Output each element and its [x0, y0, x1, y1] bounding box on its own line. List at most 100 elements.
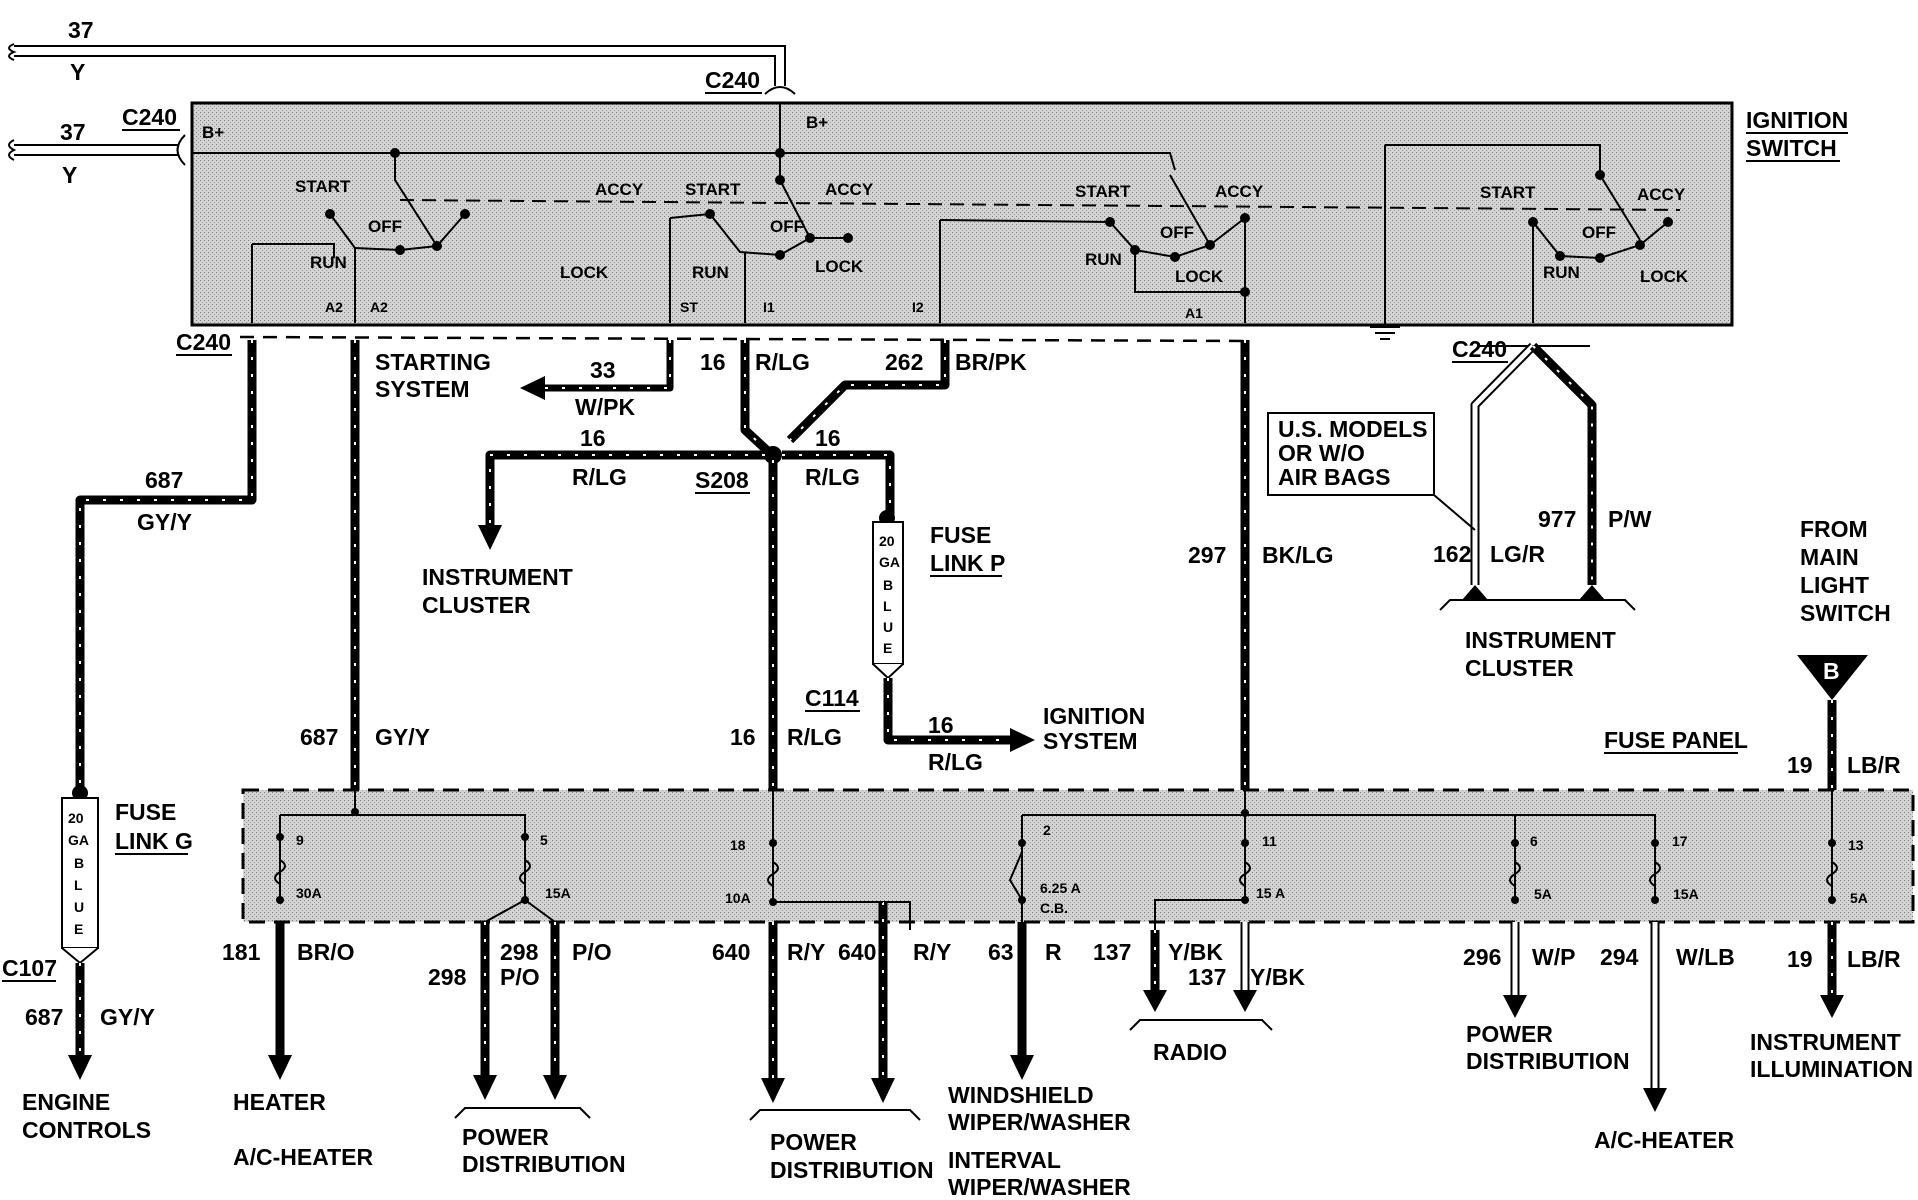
w297-color: BK/LG	[1262, 542, 1334, 568]
fuse-link-p-c3: U	[883, 619, 893, 635]
w977-color: P/W	[1608, 506, 1652, 532]
top-wire-circuit: 37	[68, 17, 94, 43]
fuse-6-number: 6	[1530, 833, 1538, 849]
top-wire-color: Y	[70, 59, 85, 85]
w19-circuit-bottom: 19	[1787, 946, 1813, 972]
power-dist-1-line1: POWER	[462, 1124, 549, 1150]
w33-circuit: 33	[590, 357, 616, 383]
fuse-link-p-c4: E	[883, 640, 892, 656]
lock-label-4: LOCK	[1640, 267, 1689, 286]
w687b-color: GY/Y	[375, 724, 430, 750]
terminal-a2-1: A2	[325, 299, 343, 315]
from-main-2: MAIN	[1800, 544, 1859, 570]
fuse-link-g-ga: GA	[68, 832, 89, 848]
power-dist-3-line2: DISTRIBUTION	[1466, 1048, 1630, 1074]
lock-label-1: LOCK	[560, 263, 609, 282]
w162-color: LG/R	[1490, 541, 1545, 567]
fuse-17-number: 17	[1672, 833, 1688, 849]
s208-label: S208	[695, 467, 749, 493]
w640-circuit-right: 640	[838, 939, 876, 965]
c114-label: C114	[805, 685, 859, 711]
run-label-3: RUN	[1085, 250, 1122, 269]
c240-bottom: C240	[176, 329, 231, 355]
airbag-note-2: OR W/O	[1278, 440, 1365, 466]
fuse-9-number: 9	[296, 832, 304, 848]
instrument-illumination-2: ILLUMINATION	[1750, 1056, 1913, 1082]
w640-color-left: R/Y	[787, 939, 825, 965]
w687-color: GY/Y	[137, 509, 192, 535]
accy-label-1: ACCY	[595, 180, 644, 199]
off-label-2: OFF	[770, 217, 804, 236]
left-wire-color: Y	[62, 162, 77, 188]
w16-color-left: R/LG	[572, 464, 627, 490]
accy-label-2: ACCY	[825, 180, 874, 199]
ac-heater-left: A/C-HEATER	[233, 1144, 374, 1170]
fuse-link-p: 20 GA B L U E FUSE LINK P C114 16 R/LG I…	[805, 510, 1145, 775]
w294-circuit: 294	[1600, 944, 1639, 970]
c240-left: C240	[122, 104, 177, 130]
w137-circuit-right: 137	[1188, 964, 1226, 990]
wire-640-power: 640 R/Y 640 R/Y POWER DISTRIBUTION	[712, 901, 951, 1183]
fuse-link-p-c1: B	[883, 577, 893, 593]
ignition-switch: START OFF RUN LOCK ACCY START OFF RUN LO…	[190, 101, 1848, 340]
fuse-11-number: 11	[1262, 833, 1277, 849]
instrument-illumination-1: INSTRUMENT	[1750, 1029, 1901, 1055]
radio-label: RADIO	[1153, 1039, 1227, 1065]
connector-c240-line: C240 C240	[176, 329, 1508, 363]
wire-297: 297 BK/LG	[1188, 340, 1334, 790]
engine-controls-1: ENGINE	[22, 1089, 110, 1115]
interval-2: WIPER/WASHER	[948, 1174, 1131, 1200]
fuse-panel: FUSE PANEL	[241, 727, 1915, 930]
terminal-a2-2: A2	[370, 299, 388, 315]
airbag-note-1: U.S. MODELS	[1278, 416, 1428, 442]
w687-circuit: 687	[145, 467, 183, 493]
fuse-link-g-gauge: 20	[68, 810, 84, 826]
instrument-cluster-right-2: CLUSTER	[1465, 655, 1574, 681]
w262-circuit: 262	[885, 349, 923, 375]
w137-circuit-left: 137	[1093, 939, 1131, 965]
terminal-st: ST	[680, 299, 698, 315]
fuse-link-g-c2: L	[74, 877, 83, 893]
w16-color-bottom: R/LG	[787, 724, 842, 750]
w298-color-right: P/O	[572, 939, 612, 965]
airbag-note-box	[1267, 412, 1435, 496]
wire-298-power: 298 298 P/O P/O POWER DISTRIBUTION	[428, 899, 626, 1177]
instrument-cluster-left-2: CLUSTER	[422, 592, 531, 618]
w16-circuit-bottom: 16	[730, 724, 756, 750]
main-light-switch-feed: FROM MAIN LIGHT SWITCH B 19 LB/R	[1787, 516, 1901, 790]
accy-label-4: ACCY	[1637, 185, 1686, 204]
fuse-link-p-c2: L	[883, 598, 892, 614]
run-label-1: RUN	[310, 253, 347, 272]
interval-1: INTERVAL	[948, 1147, 1061, 1173]
fuse-panel-title: FUSE PANEL	[1604, 727, 1748, 753]
w640-color-right: R/Y	[913, 939, 951, 965]
ignition-switch-title-1: IGNITION	[1746, 107, 1848, 133]
terminal-a1: A1	[1185, 305, 1203, 321]
from-main-1: FROM	[1800, 516, 1868, 542]
w19-color-bottom: LB/R	[1847, 946, 1901, 972]
instrument-cluster-left-1: INSTRUMENT	[422, 564, 573, 590]
fuse-2-extra: C.B.	[1040, 900, 1068, 916]
start-label-4: START	[1480, 183, 1536, 202]
fuse-6-rating: 5A	[1534, 886, 1552, 902]
b-plus-top: B+	[806, 113, 828, 132]
wire-296-power: 296 W/P POWER DISTRIBUTION	[1463, 922, 1630, 1074]
w16-circuit-left: 16	[580, 425, 606, 451]
w298-color-mid: P/O	[500, 964, 540, 990]
run-label-4: RUN	[1543, 263, 1580, 282]
w298-circuit-mid: 298	[500, 939, 539, 965]
fuse-link-p-title-2: LINK P	[930, 550, 1005, 576]
fuse-link-p-ga: GA	[879, 554, 900, 570]
w640-circuit-left: 640	[712, 939, 750, 965]
instrument-cluster-right-1: INSTRUMENT	[1465, 627, 1616, 653]
ignition-system-1: IGNITION	[1043, 703, 1145, 729]
fuse-17-rating: 15A	[1673, 886, 1699, 902]
wire-687-engine: 687 GY/Y	[75, 340, 257, 790]
fuse-link-g-title-2: LINK G	[115, 828, 193, 854]
instrument-cluster-feed: 162 LG/R 977 P/W INSTRUMENT CLUSTER U.S.…	[1267, 342, 1652, 681]
heater-label: HEATER	[233, 1089, 326, 1115]
fuse-5-rating: 15A	[545, 885, 571, 901]
wire-16-s208: 16 R/LG 262 BR/PK 16 R/LG 16 R/LG S208 1…	[422, 340, 1027, 790]
w687c-circuit: 687	[25, 1004, 63, 1030]
w16-color-right: R/LG	[805, 464, 860, 490]
